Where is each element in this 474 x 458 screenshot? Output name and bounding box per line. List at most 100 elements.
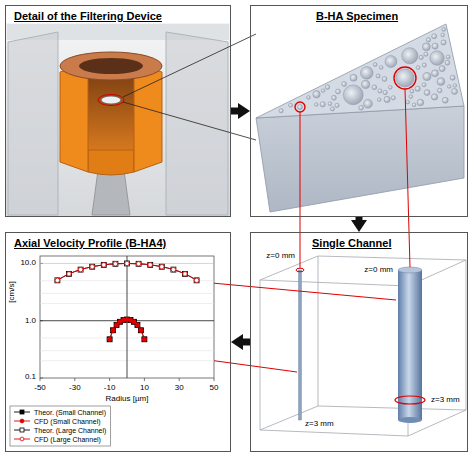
pore (328, 102, 332, 106)
pore (359, 105, 364, 110)
velocity-chart (40, 256, 214, 381)
data-marker (138, 328, 143, 333)
data-marker (55, 278, 59, 282)
plot-frame (40, 256, 214, 378)
pore (372, 85, 377, 90)
flow-arrow (356, 217, 363, 223)
pore (437, 78, 445, 86)
specimen-top-face (256, 24, 464, 118)
axis-label: 30 (174, 383, 185, 393)
data-marker (111, 328, 115, 332)
pore (445, 60, 450, 65)
pore (331, 95, 336, 100)
pore (313, 91, 320, 98)
pore (410, 89, 414, 93)
panel-box: Single Channel (250, 232, 468, 452)
pore (442, 97, 448, 103)
pore (396, 69, 414, 87)
pore (450, 75, 455, 80)
pore (437, 88, 442, 93)
pore (422, 83, 426, 87)
pore (416, 66, 420, 70)
cup-leg (60, 64, 88, 172)
data-marker (135, 323, 139, 327)
position-label: z=3 mm (430, 395, 461, 405)
chart-legend (10, 406, 110, 446)
filtering-device-render (6, 23, 256, 216)
data-marker (102, 263, 106, 267)
data-marker (142, 337, 146, 341)
pore (362, 80, 370, 88)
axis-label: -50 (33, 383, 47, 393)
specimen (101, 96, 121, 104)
panel-title: Detail of the Filtering Device (14, 10, 162, 23)
pore (432, 34, 437, 39)
red-leader (300, 112, 301, 268)
pore (417, 99, 424, 106)
legend-frame (10, 406, 110, 446)
pore (373, 63, 377, 67)
pore (376, 74, 380, 78)
pore (441, 33, 445, 37)
panel-title: B-HA Specimen (316, 10, 398, 23)
data-marker (125, 261, 130, 266)
pore-highlight (295, 102, 305, 112)
pore (402, 48, 418, 64)
data-marker (113, 261, 118, 266)
x-tick (40, 378, 41, 381)
specimen-highlight (98, 95, 124, 106)
channel-top (398, 267, 422, 273)
panel-title: Single Channel (312, 237, 391, 250)
pore (423, 72, 431, 80)
pore (307, 96, 311, 100)
x-tick (144, 378, 145, 381)
zoom-line (123, 34, 256, 97)
pore (432, 43, 438, 49)
data-marker (107, 337, 111, 341)
data-marker (20, 428, 24, 432)
domain-edge (318, 406, 466, 410)
data-marker (101, 262, 106, 267)
pore (343, 85, 363, 105)
pore (377, 98, 381, 102)
pore (379, 66, 383, 70)
data-marker (55, 278, 60, 283)
panel-box: B-HA Specimen (250, 5, 468, 217)
pore (391, 96, 395, 100)
axis-label: -10 (103, 383, 117, 393)
pore (430, 51, 444, 65)
data-marker (20, 410, 24, 414)
x-tick (109, 378, 110, 381)
data-marker (159, 264, 164, 269)
data-marker (107, 337, 112, 342)
position-label: z=0 mm (265, 251, 296, 261)
domain-edge (466, 260, 467, 410)
pore (383, 90, 387, 94)
data-marker (183, 272, 187, 276)
domain-edge (260, 280, 408, 286)
section-marker (296, 268, 304, 272)
domain-edge (318, 256, 319, 406)
pore (382, 77, 387, 82)
profile-curve (110, 320, 145, 340)
pore (451, 88, 457, 94)
data-marker (125, 261, 129, 265)
pore (422, 63, 426, 67)
pore (419, 55, 423, 59)
y-tick (40, 378, 43, 379)
pore (384, 96, 390, 102)
pore (406, 100, 410, 104)
pore (364, 99, 373, 108)
pore (415, 86, 420, 91)
small-channel (299, 270, 302, 420)
red-leader (405, 89, 410, 267)
axis-label: 1.0 (24, 316, 37, 326)
pore (298, 105, 303, 110)
render-background (6, 23, 230, 216)
data-marker (111, 328, 116, 333)
pore (378, 89, 382, 93)
panel-title: Axial Velocity Profile (B-HA4) (14, 237, 166, 250)
pore (335, 89, 340, 94)
zoom-line (123, 102, 256, 140)
